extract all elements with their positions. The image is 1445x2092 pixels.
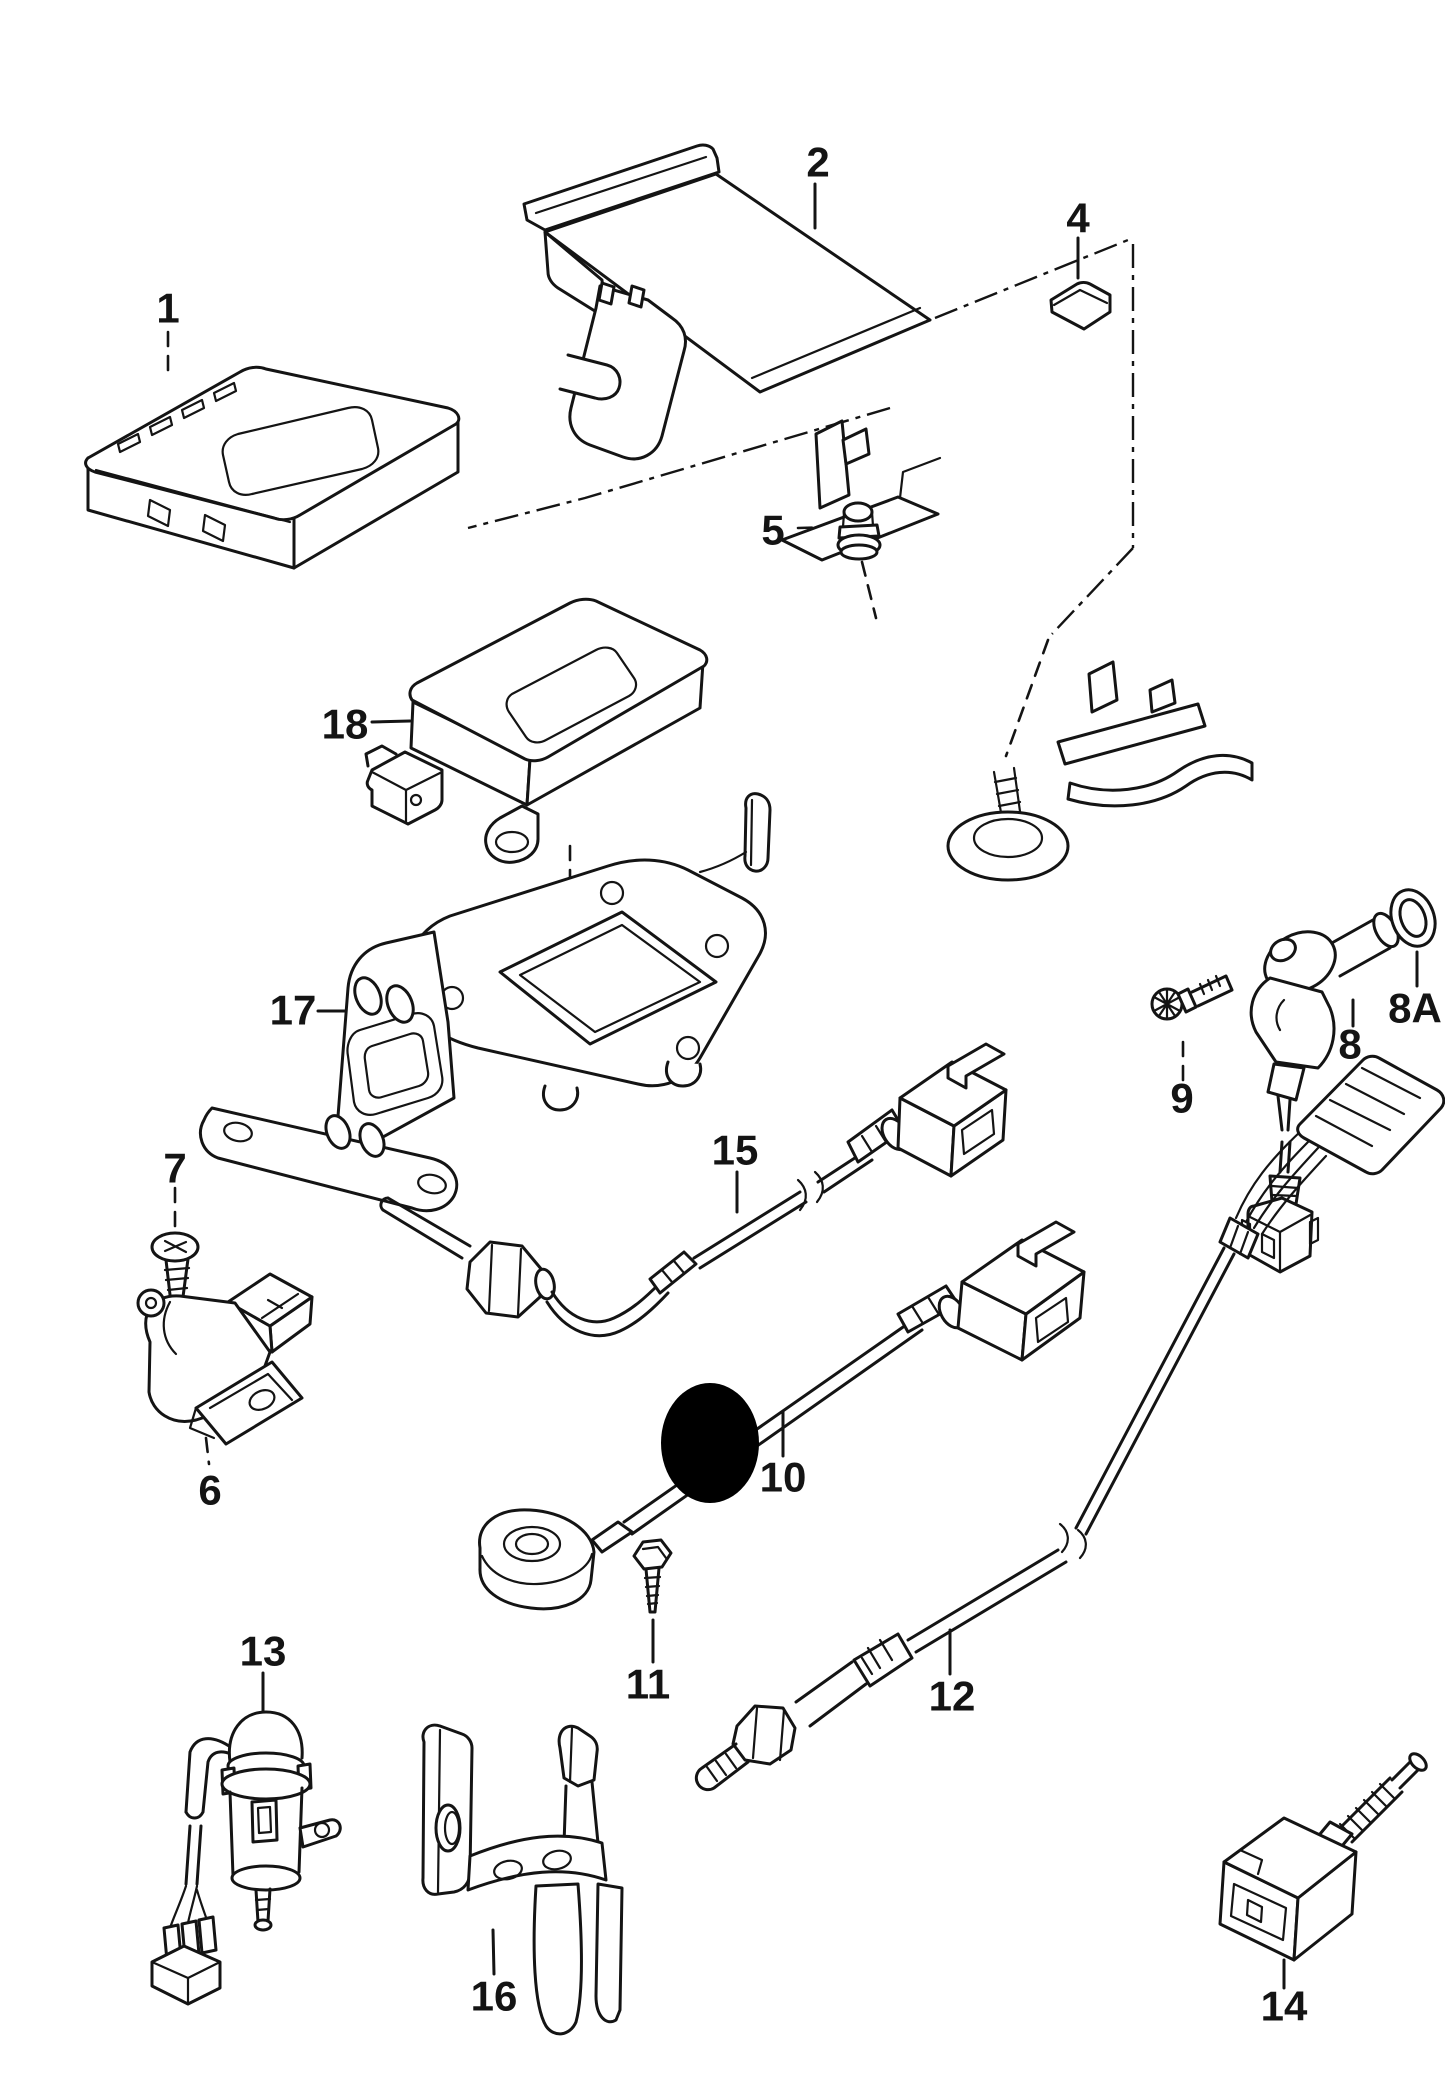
callout-5: 5: [761, 507, 784, 554]
callout-10: 10: [760, 1454, 807, 1501]
part-18-control-module: [364, 597, 709, 864]
part-8-speed-sensor: [1240, 911, 1400, 1274]
alignment-lines: [467, 238, 1135, 974]
callout-6: 6: [198, 1467, 221, 1514]
callout-8A: 8A: [1388, 985, 1442, 1032]
callout-13: 13: [240, 1628, 287, 1675]
part-9-bolt: [1150, 974, 1234, 1021]
part-17-module-bracket: [199, 792, 772, 1213]
part-1-control-unit: [84, 365, 461, 570]
part-13-solenoid-valve: [150, 1710, 342, 2006]
callout-12: 12: [929, 1673, 976, 1720]
part-8a-o-ring: [1389, 888, 1437, 948]
callout-11: 11: [626, 1661, 670, 1708]
part-16-bracket: [421, 1723, 624, 2036]
part-10-knock-sensor: [478, 1220, 1086, 1611]
callout-16: 16: [471, 1973, 518, 2020]
callout-8: 8: [1338, 1021, 1361, 1068]
part-2-mounting-bracket: [522, 143, 942, 562]
callout-1: 1: [156, 285, 179, 332]
part-6-pressure-sensor: [136, 1272, 314, 1446]
mounting-stud-grommet: [946, 766, 1070, 882]
callout-2: 2: [806, 139, 829, 186]
callout-9: 9: [1170, 1075, 1193, 1122]
callout-14: 14: [1261, 1983, 1308, 2030]
part-15-temperature-sensor: [379, 1042, 1008, 1338]
part-11-bolt: [632, 1538, 673, 1614]
callout-18: 18: [322, 701, 369, 748]
callout-17: 17: [270, 987, 317, 1034]
support-bracket-strips: [1056, 660, 1254, 808]
callout-15: 15: [712, 1127, 759, 1174]
part-14-switch: [1218, 1752, 1428, 1962]
part-12-oxygen-sensor: [694, 1054, 1445, 1792]
highlight-dot: [661, 1383, 759, 1503]
callout-4: 4: [1066, 195, 1090, 242]
part-5-grommet: [836, 501, 882, 561]
callout-7: 7: [163, 1145, 186, 1192]
part-4-clip: [1049, 281, 1112, 331]
